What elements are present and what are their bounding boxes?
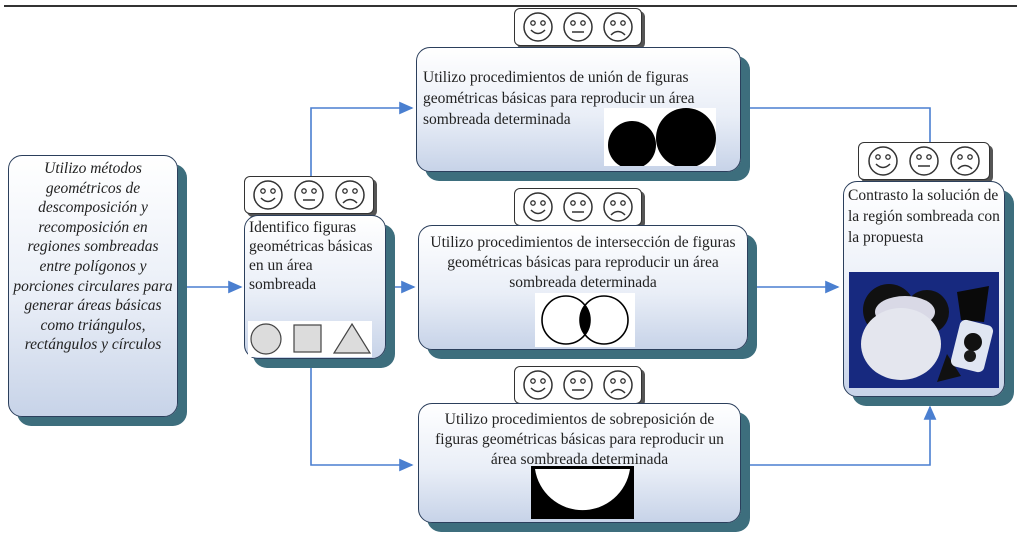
happy-face-icon[interactable] [522,191,554,223]
intersection-text: Utilizo procedimientos de intersección d… [430,234,736,291]
arrow-identify-to-overlap [310,357,414,472]
sad-face-icon[interactable] [334,179,366,211]
square-shape-icon [293,324,322,353]
contrast-photo [849,272,999,388]
circle-shape-icon [250,323,282,355]
sad-face-icon[interactable] [602,369,634,401]
intersection-shape-image [535,293,635,347]
identify-faces-rating[interactable] [244,176,374,214]
happy-face-icon[interactable] [522,369,554,401]
sad-face-icon[interactable] [949,145,981,177]
neutral-face-icon[interactable] [562,11,594,43]
happy-face-icon[interactable] [867,145,899,177]
arrow-identify-to-union [310,101,414,180]
contrast-faces-rating[interactable] [858,142,990,180]
overlap-text: Utilizo procedimientos de sobreposición … [435,411,724,468]
line-union-to-contrast [741,107,931,142]
overlap-shape-image [531,466,634,519]
top-rule [4,5,1017,7]
neutral-face-icon[interactable] [562,369,594,401]
happy-face-icon[interactable] [522,11,554,43]
happy-face-icon[interactable] [252,179,284,211]
union-faces-rating[interactable] [514,8,642,46]
triangle-shape-icon [332,322,372,354]
union-text: Utilizo procedimientos de unión de figur… [423,69,695,128]
identify-text: Identifico figuras geométricas básicas e… [249,219,373,293]
neutral-face-icon[interactable] [293,179,325,211]
sad-face-icon[interactable] [602,11,634,43]
overlap-faces-rating[interactable] [514,366,642,404]
union-shape-image [604,108,716,166]
arrow-overlap-to-contrast [741,405,937,466]
intersection-faces-rating[interactable] [514,188,642,226]
basic-shapes-image [248,321,372,357]
sad-face-icon[interactable] [602,191,634,223]
neutral-face-icon[interactable] [908,145,940,177]
contrast-text: Contrasto la solución de la región sombr… [848,187,1000,246]
main-goal-box [8,155,178,417]
main-goal-text: Utilizo métodos geométricos de descompos… [13,160,173,354]
neutral-face-icon[interactable] [562,191,594,223]
